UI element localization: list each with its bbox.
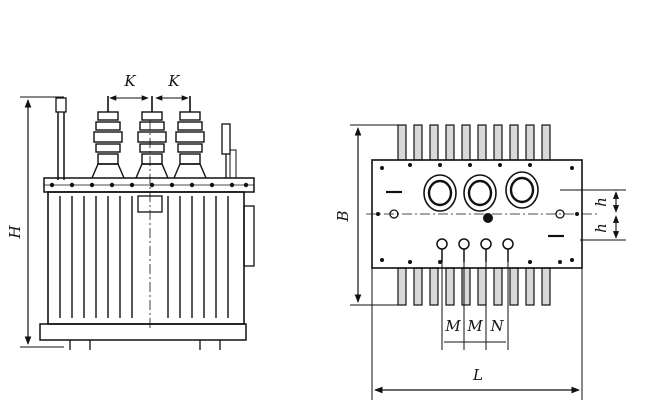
label-h-2: h [592,223,610,233]
bushing-3 [173,96,207,179]
thermometer-device [221,123,237,179]
tank-base [39,323,247,341]
hv-bushings-top [423,171,539,212]
top-view: B [334,124,626,400]
bushings [91,96,207,179]
perimeter-bolts [376,163,579,264]
side-view: H [6,72,255,350]
dimension-K: K K [109,72,189,101]
cover-bolts [49,182,249,188]
label-L: L [472,366,483,384]
dimension-H: H [6,96,64,348]
dimension-L: L [371,268,583,400]
bushing-2 [135,96,169,179]
label-h-1: h [592,197,610,207]
label-M-2: M [466,317,483,335]
center-valve [483,213,493,223]
label-B: B [334,210,352,222]
label-M-1: M [444,317,461,335]
dimension-MMN: M M N [441,262,509,350]
label-H: H [6,225,24,240]
label-K-1: K [123,72,136,90]
label-K-2: K [167,72,180,90]
label-N: N [489,317,504,335]
bushing-1 [91,96,125,179]
bottom-radiator-fins [397,267,551,306]
conservator-pipe [55,97,67,180]
top-radiator-fins [397,124,551,161]
dimension-h: h h [560,189,626,241]
lv-bushings-top [436,238,514,262]
dimension-B: B [334,124,400,306]
radiator-fins [59,196,229,318]
